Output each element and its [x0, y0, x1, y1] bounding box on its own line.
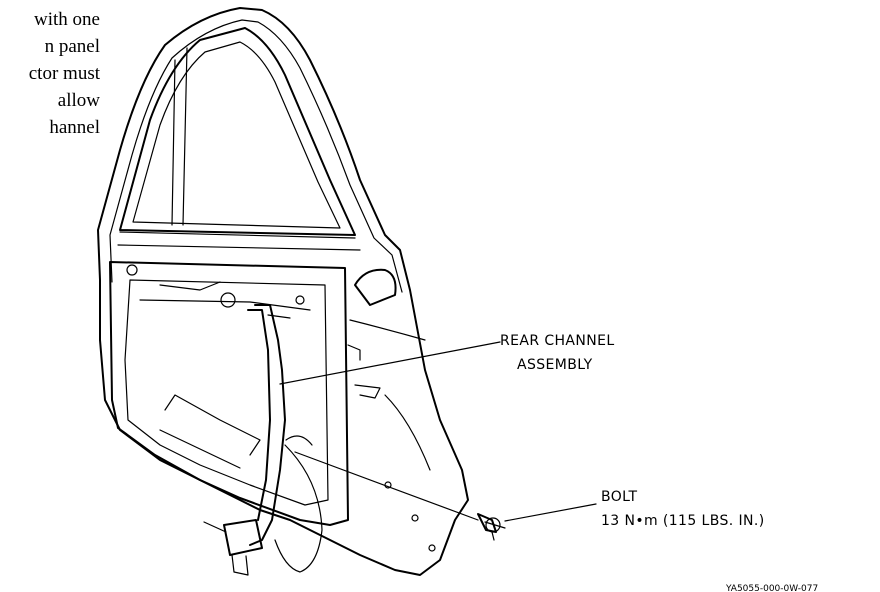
bolt-label: BOLT: [601, 489, 638, 505]
bolt-torque-label: 13 N•m (115 LBS. IN.): [601, 513, 765, 529]
body-text-line: hannel: [49, 117, 100, 138]
body-text-line: ctor must: [28, 63, 100, 84]
inner-panel: [109, 261, 349, 526]
body-text-line: n panel: [44, 36, 100, 57]
body-text-line: allow: [57, 90, 100, 111]
rear-channel-assembly: [203, 304, 323, 576]
body-text-fragment: with one n panel ctor must allow hannel: [0, 6, 100, 141]
body-text-line: with one: [34, 9, 100, 30]
bolt-leader-line: [504, 503, 597, 522]
door-side-details: [347, 268, 436, 552]
rear-channel-leader-line: [279, 341, 501, 385]
window-frame: [117, 27, 361, 251]
bolt-hole-leader-line: [294, 451, 479, 521]
rear-channel-label-line-1: REAR CHANNEL: [500, 333, 615, 349]
figure-id: YA5055-000-0W-077: [726, 584, 819, 592]
leader-lines: [279, 341, 597, 522]
bolt: [477, 513, 506, 541]
door-shell: [97, 7, 469, 576]
rear-channel-label-line-2: ASSEMBLY: [517, 357, 593, 373]
